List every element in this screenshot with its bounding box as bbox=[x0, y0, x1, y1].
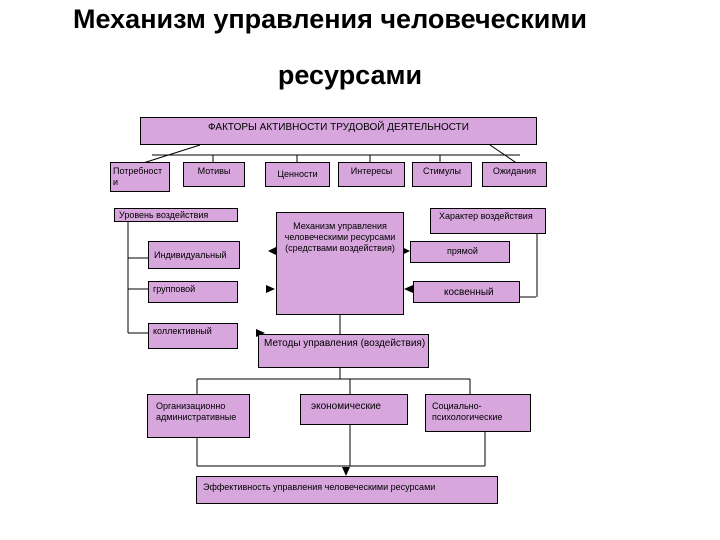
group-level-box: групповой bbox=[148, 281, 238, 303]
collective-level-label: коллективный bbox=[153, 326, 212, 336]
arrow-left-to-individual bbox=[268, 247, 276, 255]
impact-character-box: Характер воздействия bbox=[430, 208, 546, 234]
factor-incentives-box: Стимулы bbox=[412, 162, 472, 187]
hr-mechanism-box: Механизм управления человеческими ресурс… bbox=[276, 212, 404, 315]
factor-values-label: Ценности bbox=[277, 169, 318, 179]
arrow-down-to-efficiency bbox=[342, 467, 350, 476]
arrow-left-from-direct bbox=[402, 247, 410, 255]
slide-title-line-2: ресурсами bbox=[277, 60, 423, 90]
factor-interests-label: Интересы bbox=[350, 166, 393, 176]
individual-level-label: Индивидуальный bbox=[154, 250, 227, 260]
hr-efficiency-box: Эффективность управления человеческими р… bbox=[196, 476, 498, 504]
socio-psych-methods-box: Социально-психологические bbox=[425, 394, 531, 432]
management-methods-label: Методы управления (воздействия) bbox=[264, 338, 426, 349]
factor-expectations-label: Ожидания bbox=[492, 166, 537, 176]
labor-activity-factors-box: ФАКТОРЫ АКТИВНОСТИ ТРУДОВОЙ ДЕЯТЕЛЬНОСТИ bbox=[140, 117, 537, 145]
arrow-right-to-mechanism bbox=[266, 285, 275, 293]
indirect-impact-box: косвенный bbox=[413, 281, 520, 303]
factor-motives-box: Мотивы bbox=[183, 162, 245, 187]
impact-level-label: Уровень воздействия bbox=[119, 210, 209, 220]
factor-values-box: Ценности bbox=[265, 162, 330, 187]
hr-mechanism-label: Механизм управления человеческими ресурс… bbox=[284, 221, 396, 253]
factor-needs-label: Потребност и bbox=[113, 166, 163, 187]
indirect-impact-label: косвенный bbox=[444, 287, 494, 298]
collective-level-box: коллективный bbox=[148, 323, 238, 349]
management-methods-box: Методы управления (воздействия) bbox=[258, 334, 429, 368]
socio-psych-methods-label: Социально-психологические bbox=[432, 401, 503, 422]
direct-impact-box: прямой bbox=[410, 241, 510, 263]
hr-efficiency-label: Эффективность управления человеческими р… bbox=[203, 482, 436, 492]
impact-level-box: Уровень воздействия bbox=[114, 208, 238, 222]
individual-level-box: Индивидуальный bbox=[148, 241, 240, 269]
impact-character-label: Характер воздействия bbox=[439, 211, 533, 221]
org-admin-methods-label: Организационно административные bbox=[156, 401, 237, 422]
labor-activity-factors-label: ФАКТОРЫ АКТИВНОСТИ ТРУДОВОЙ ДЕЯТЕЛЬНОСТИ bbox=[208, 122, 469, 133]
factor-expectations-box: Ожидания bbox=[482, 162, 547, 187]
direct-impact-label: прямой bbox=[447, 246, 478, 256]
factor-incentives-label: Стимулы bbox=[423, 166, 461, 176]
economic-methods-label: экономические bbox=[311, 401, 381, 412]
economic-methods-box: экономические bbox=[300, 394, 408, 425]
group-level-label: групповой bbox=[153, 284, 196, 294]
slide-title-line-1: Механизм управления человеческими bbox=[73, 4, 587, 34]
org-admin-methods-box: Организационно административные bbox=[147, 394, 250, 438]
factor-needs-box: Потребност и bbox=[110, 162, 170, 192]
factor-motives-label: Мотивы bbox=[197, 166, 231, 176]
factor-interests-box: Интересы bbox=[338, 162, 405, 187]
arrow-left-to-mechanism bbox=[404, 285, 413, 293]
